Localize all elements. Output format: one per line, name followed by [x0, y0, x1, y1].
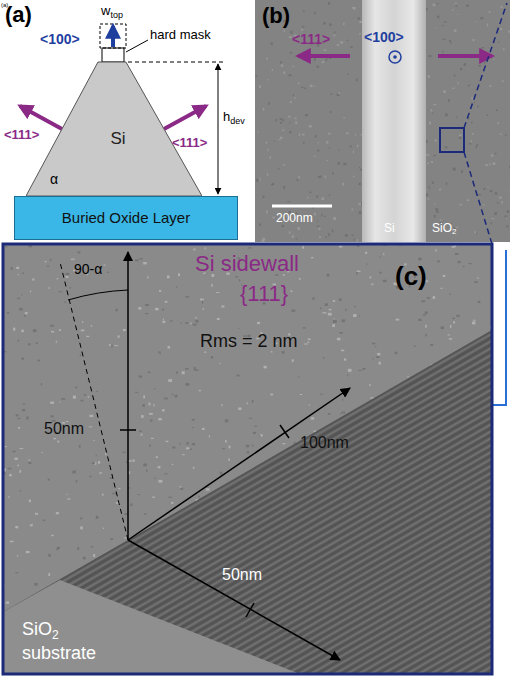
dimension-line: [128, 62, 224, 63]
subscript: 2: [452, 228, 456, 237]
scale-label: 50nm: [222, 566, 262, 584]
subscript: 2: [52, 629, 59, 642]
zoom-line: [464, 3, 507, 128]
material-label: SiO: [22, 620, 52, 640]
hard-mask: [102, 48, 124, 62]
axis-arrow: [128, 540, 340, 660]
tick: [120, 429, 136, 431]
scale-label: 100nm: [300, 434, 349, 452]
tick: [246, 603, 254, 617]
leader-line: [126, 40, 148, 52]
direction-arrow: [164, 106, 206, 129]
zoom-connector: [492, 250, 506, 405]
roughness-label: Rms = 2 nm: [200, 332, 298, 352]
direction-label: <111>: [172, 136, 207, 150]
dimension-label: h: [223, 110, 230, 124]
material-label: SiO: [432, 222, 452, 235]
sidewall-region: [3, 244, 492, 612]
direction-arrow: [20, 106, 62, 129]
dashed-axis: [60, 262, 128, 540]
panel-c: [3, 244, 495, 674]
direction-label: <100>: [40, 32, 80, 47]
dimension-arrow: [218, 64, 219, 194]
scale-bar: [272, 205, 332, 208]
axis-arrow: [128, 388, 350, 540]
material-label: Si: [384, 222, 395, 235]
direction-arrow: [438, 54, 492, 58]
panel-a: [20, 24, 224, 196]
direction-arrow: [298, 54, 350, 58]
material-label: substrate: [22, 644, 96, 664]
direction-label: <100>: [364, 30, 404, 45]
part-label: hard mask: [150, 28, 211, 42]
panel-b: [255, 0, 510, 242]
panel-letter: (c): [395, 262, 427, 291]
wtop-bracket: [100, 24, 126, 48]
direction-label: <111>: [292, 32, 330, 47]
zoom-box: [440, 128, 464, 152]
angle-label: 90-α: [74, 262, 102, 277]
angle-arc: [68, 290, 128, 300]
subscript: top: [110, 11, 123, 21]
direction-label: <111>: [4, 128, 39, 142]
buried-oxide-layer: Buried Oxide Layer: [14, 196, 238, 240]
angle-label: α: [50, 172, 58, 187]
panel-letter: (b): [262, 4, 290, 28]
direction-arrow: [111, 26, 115, 47]
panel-letter: (a): [5, 3, 32, 27]
substrate-region: [3, 580, 300, 674]
zoom-line: [464, 152, 492, 244]
axis-arrow: [127, 252, 129, 540]
subscript: dev: [230, 117, 245, 127]
node-label: Buried Oxide Layer: [62, 210, 190, 227]
scale-label: 50nm: [44, 420, 84, 438]
panel-frame: [3, 244, 492, 674]
tick: [280, 425, 289, 438]
surface-label: Si sidewall: [195, 252, 299, 276]
plane-label: {111}: [240, 282, 288, 306]
scale-label: 200nm: [276, 212, 313, 225]
out-of-plane-symbol: [389, 51, 401, 63]
dimension-label: w: [101, 4, 110, 18]
si-ridge: [362, 0, 426, 242]
